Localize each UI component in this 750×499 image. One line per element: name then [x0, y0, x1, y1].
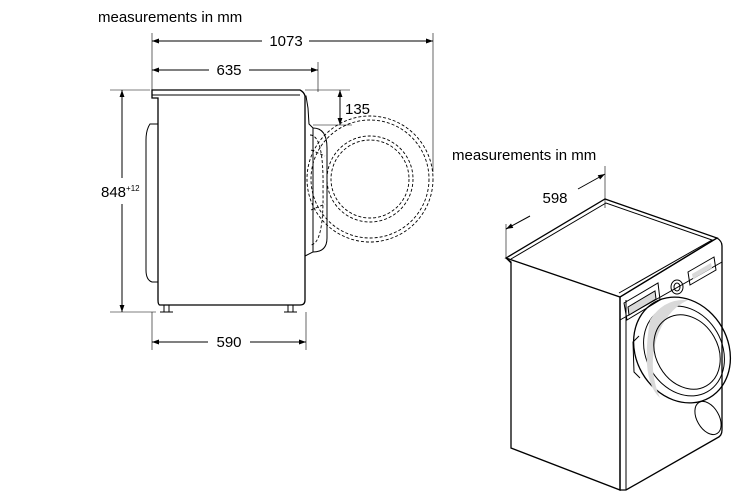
display-panel — [687, 256, 717, 286]
dim-total-depth-label: 1073 — [269, 33, 302, 50]
iso-view: measurements in mm 598 — [452, 147, 732, 491]
dimension-height: 848+12 — [101, 90, 140, 312]
machine-side-profile — [145, 89, 328, 313]
dimension-base-depth: 590 — [152, 334, 306, 351]
door-swing-outline — [306, 115, 434, 243]
dimension-total-depth: 1073 — [152, 33, 433, 50]
dimension-depth: 635 — [152, 62, 318, 79]
extension-lines — [110, 33, 434, 350]
service-hatch — [694, 400, 722, 436]
dim-door-protrusion-label: 135 — [345, 101, 370, 118]
machine-iso-body — [504, 198, 723, 491]
side-view-title: measurements in mm — [98, 9, 242, 26]
dim-height-label: 848+12 — [101, 184, 140, 201]
dim-width-label: 598 — [542, 190, 567, 207]
dim-depth-label: 635 — [216, 62, 241, 79]
dim-base-depth-label: 590 — [216, 334, 241, 351]
side-view: measurements in mm 1073 635 — [98, 9, 434, 351]
dimension-width: 598 — [505, 166, 606, 258]
program-dial-icon — [670, 279, 684, 295]
door-porthole — [632, 296, 732, 404]
iso-view-title: measurements in mm — [452, 147, 596, 164]
dimension-door-protrusion: 135 — [337, 90, 370, 125]
